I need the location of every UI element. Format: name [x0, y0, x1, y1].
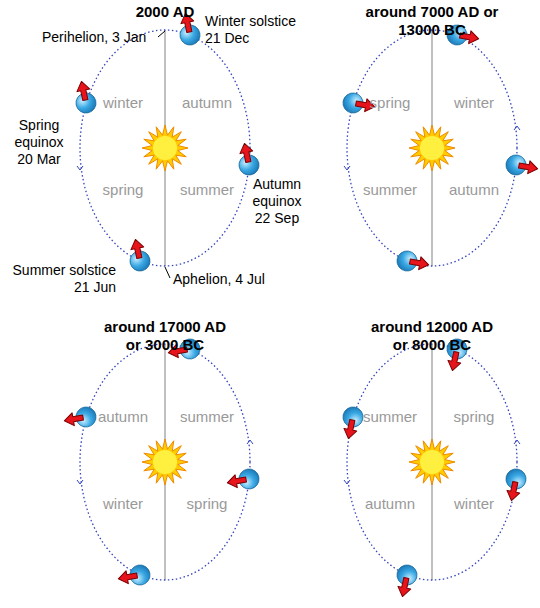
season-label: autumn [439, 181, 509, 198]
season-label: autumn [88, 408, 158, 425]
season-label: autumn [355, 495, 425, 512]
sun-core [420, 136, 444, 160]
season-label: spring [172, 495, 242, 512]
sun-core [153, 450, 177, 474]
orbit-direction [514, 440, 520, 444]
season-label: winter [88, 94, 158, 111]
earth-with-axis [339, 405, 365, 440]
leader-line [165, 267, 170, 278]
sun-rays [409, 125, 455, 171]
equinox-label: Spring equinox 20 Mar [8, 117, 70, 168]
season-label: summer [355, 408, 425, 425]
perihelion-label: Perihelion, 3 Jan [42, 29, 146, 46]
orbit-direction [344, 480, 350, 484]
sun-rays [409, 439, 455, 485]
earth-with-axis [395, 249, 430, 274]
orbit-direction [77, 480, 83, 484]
season-label: winter [88, 495, 158, 512]
season-label: winter [439, 94, 509, 111]
earth-with-axis [235, 141, 261, 176]
orbit [80, 30, 250, 266]
orbit-direction [247, 440, 253, 444]
earth-with-axis [502, 467, 528, 502]
orbit [347, 344, 517, 580]
orbit [80, 344, 250, 580]
solstice-label: Summer solstice 21 Jun [6, 262, 116, 296]
orbit-direction [344, 166, 350, 170]
earth-with-axis [72, 79, 98, 114]
orbit [347, 30, 517, 266]
season-label: spring [439, 408, 509, 425]
earth-with-axis [504, 153, 539, 178]
panel-title: around 7000 AD or 13000 BC [364, 3, 500, 39]
earth-with-axis [226, 467, 261, 492]
earth-with-axis [63, 405, 98, 430]
orbit-direction [77, 166, 83, 170]
season-label: spring [88, 181, 158, 198]
sun-core [153, 136, 177, 160]
sun-core [420, 450, 444, 474]
panel-title: around 17000 AD or 3000 BC [97, 318, 233, 354]
orbit-direction [514, 126, 520, 130]
sun-rays [142, 125, 188, 171]
season-label: autumn [172, 94, 242, 111]
season-label: summer [172, 408, 242, 425]
season-label: summer [172, 181, 242, 198]
season-label: summer [355, 181, 425, 198]
earth-with-axis [393, 563, 419, 598]
earth-with-axis [117, 563, 152, 588]
leader-line [158, 31, 165, 37]
aphelion-label: Aphelion, 4 Jul [173, 271, 265, 288]
equinox-label: Autumn equinox 22 Sep [246, 176, 308, 227]
earth-with-axis [126, 237, 152, 272]
season-label: spring [355, 94, 425, 111]
panel-title: around 12000 AD or 8000 BC [364, 318, 500, 354]
sun-rays [142, 439, 188, 485]
solstice-label: Winter solstice 21 Dec [205, 13, 309, 47]
season-label: winter [439, 495, 509, 512]
